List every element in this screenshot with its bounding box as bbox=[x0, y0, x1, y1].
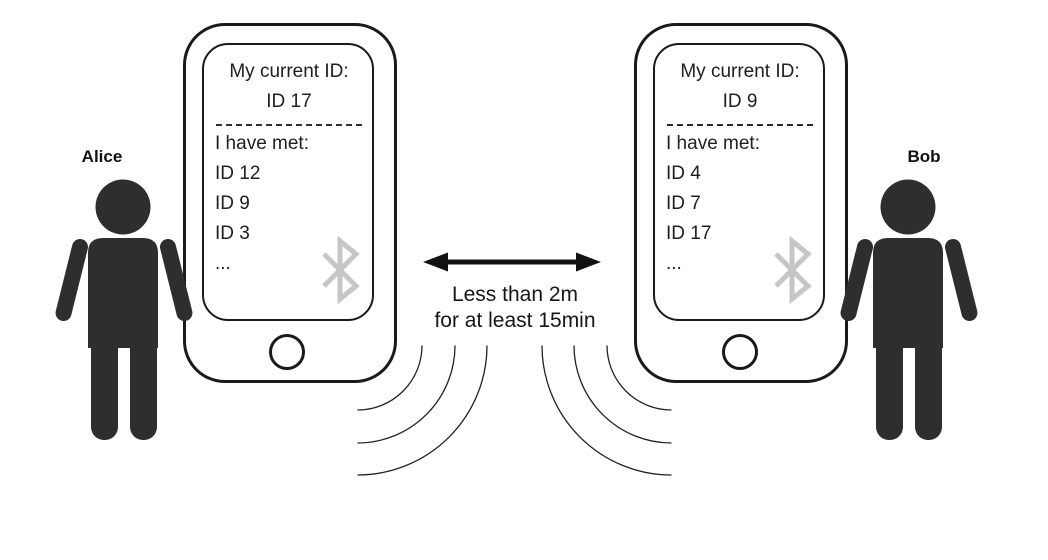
met-list-label: I have met: bbox=[215, 133, 309, 154]
met-item: ID 3 bbox=[215, 223, 250, 244]
proximity-line-2: for at least 15min bbox=[434, 309, 596, 332]
person-label-bob: Bob bbox=[907, 147, 941, 166]
proximity-caption: Less than 2m for at least 15min bbox=[405, 282, 625, 334]
met-item: ID 17 bbox=[666, 223, 712, 244]
current-id-value: ID 9 bbox=[722, 91, 758, 112]
met-item: ID 9 bbox=[215, 193, 250, 214]
met-list-label: I have met: bbox=[666, 133, 760, 154]
double-headed-arrow-icon bbox=[423, 252, 601, 272]
home-button bbox=[722, 334, 758, 370]
screen-divider bbox=[216, 124, 362, 126]
radio-waves-left-icon bbox=[357, 345, 488, 476]
bluetooth-icon bbox=[318, 236, 362, 304]
person-silhouette-icon-alice bbox=[55, 178, 193, 442]
met-list: I have met: ID 4 ID 7 ID 17 ... bbox=[666, 129, 814, 279]
proximity-line-1: Less than 2m bbox=[451, 283, 579, 306]
current-id-value: ID 17 bbox=[266, 91, 312, 112]
met-item: ID 7 bbox=[666, 193, 701, 214]
screen-divider bbox=[667, 124, 813, 126]
radio-waves-right-icon bbox=[541, 345, 672, 476]
person-silhouette-icon-bob bbox=[840, 178, 978, 442]
met-list: I have met: ID 12 ID 9 ID 3 ... bbox=[215, 129, 363, 279]
met-item: ID 12 bbox=[215, 163, 261, 184]
person-label-alice: Alice bbox=[81, 147, 123, 166]
met-item-ellipsis: ... bbox=[215, 253, 231, 274]
current-id-label: My current ID: bbox=[680, 61, 800, 82]
met-item: ID 4 bbox=[666, 163, 701, 184]
home-button bbox=[269, 334, 305, 370]
met-item-ellipsis: ... bbox=[666, 253, 682, 274]
bluetooth-icon bbox=[770, 236, 814, 304]
current-id-label: My current ID: bbox=[229, 61, 349, 82]
